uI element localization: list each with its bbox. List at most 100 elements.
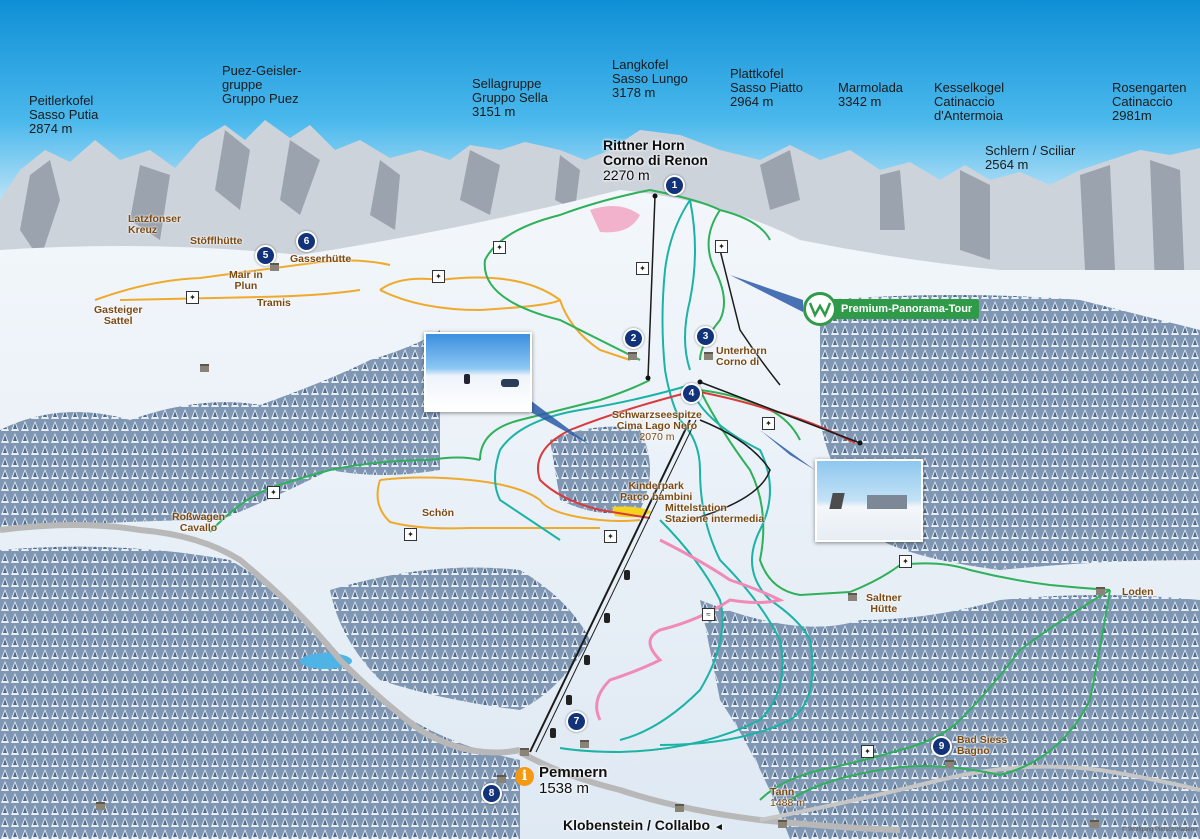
place-name: Mair in [229,269,263,281]
photo-inset-hut[interactable] [815,459,923,542]
hiker-icon: ✦ [604,530,617,543]
summit-name: Rittner Horn [603,137,685,153]
marker-3[interactable]: 3 [695,326,716,347]
peak-name: Langkofel [612,57,669,72]
place-name: Loden [1122,586,1154,598]
peak-elevation: 3151 m [472,104,516,119]
hiker-icon: ✦ [432,270,445,283]
place-kinderpark: Kinderpark Parco bambini [620,481,692,503]
tour-label: Premium-Panorama-Tour [834,299,980,319]
credit-text: © Wolfgang Pietsch/Haderer [1122,827,1199,833]
place-gasserhutte: Gasserhütte [290,254,351,265]
hut-icon [520,748,529,756]
hut-icon [1096,587,1105,595]
peak-name: Rosengarten [1112,80,1187,95]
peak-name: Peitlerkofel [29,93,94,108]
summit-elevation: 2270 m [603,167,650,183]
photo-inset-skier[interactable] [424,332,532,412]
peak-elevation: 2874 m [29,121,73,136]
peak-name: Plattkofel [730,66,784,81]
hut-icon [270,263,279,271]
hiker-icon: ✦ [404,528,417,541]
hut-icon [96,802,105,810]
peak-sellagruppe: Sellagruppe Gruppo Sella 3151 m [472,77,548,119]
marker-5[interactable]: 5 [255,245,276,266]
gondola-icon [604,613,610,623]
skier-figure [501,379,519,387]
premium-panorama-tour[interactable]: Premium-Panorama-Tour [803,291,980,327]
place-name-2: Parco bambini [620,491,693,503]
hut-icon [778,820,787,828]
marker-9[interactable]: 9 [931,736,952,757]
place-name-2: Plun [234,280,258,292]
place-stofflhutte: Stöfflhütte [190,236,243,247]
peak-marmolada: Marmolada 3342 m [838,81,903,109]
marker-8[interactable]: 8 [481,783,502,804]
place-schwarzseespitze: Schwarzseespitze Cima Lago Nero 2070 m [612,410,702,443]
hiker-icon: ✦ [899,555,912,568]
peak-name: Sellagruppe [472,76,542,91]
hiker-icon: ✦ [267,486,280,499]
place-bad-siess: Bad Siess Bagno [957,735,1007,757]
marker-4[interactable]: 4 [681,383,702,404]
marker-7[interactable]: 7 [566,711,587,732]
place-name: Schwarzseespitze [612,409,702,421]
peak-plattkofel: Plattkofel Sasso Piatto 2964 m [730,67,803,109]
peak-alt-name-2: Gruppo Puez [222,91,299,106]
place-unterhorn: Unterhorn Corno di [716,346,767,368]
place-loden: Loden [1122,587,1154,598]
hut-icon [1090,820,1099,828]
hut-icon [945,760,954,768]
peak-elevation: 3342 m [838,94,882,109]
gondola-icon [584,655,590,665]
hut-icon [628,352,637,360]
peak-alt-name: Catinaccio [1112,94,1173,109]
place-name: Tann [770,786,795,798]
marker-2[interactable]: 2 [623,328,644,349]
place-schon: Schön [422,508,454,519]
exit-label[interactable]: Klobenstein / Collalbo◄ [563,817,724,833]
peak-langkofel: Langkofel Sasso Lungo 3178 m [612,58,688,100]
place-name: Latzfonser [128,213,182,225]
peak-elevation: 2564 m [985,157,1029,172]
hut-icon [200,364,209,372]
peak-name: Schlern / Sciliar [985,143,1076,158]
hiker-icon: ✦ [186,291,199,304]
gondola-icon [550,728,556,738]
base-name: Pemmern [539,764,608,781]
sled-icon: ≈ [702,608,715,621]
place-name: Gasserhütte [290,253,352,265]
hiker-icon: ✦ [636,262,649,275]
peak-name: Marmolada [838,80,904,95]
peak-elevation: 3178 m [612,85,656,100]
hut-icon [704,352,713,360]
place-mittelstation: Mittelstation Stazione intermedia [665,503,764,525]
place-saltner-hutte: Saltner Hütte [866,593,902,615]
hut-icon [497,775,506,783]
exit-name: Klobenstein / Collalbo [563,817,711,833]
marker-1[interactable]: 1 [664,175,685,196]
place-name: Schön [422,507,455,519]
place-mair-in-plun: Mair in Plun [229,270,263,292]
peak-alt-name: Sasso Piatto [730,80,803,95]
tour-logo-icon [803,292,837,326]
place-latzfonser-kreuz: Latzfonser Kreuz [128,214,181,236]
hut-icon [675,804,684,812]
peak-alt-name-2: d'Antermoia [934,108,1003,123]
marker-6[interactable]: 6 [296,231,317,252]
info-icon[interactable]: i [515,767,534,786]
peak-name: Kesselkogel [934,80,1005,95]
place-tann: Tann 1488 m [770,787,805,809]
peak-peitlerkofel: Peitlerkofel Sasso Putia 2874 m [29,94,98,136]
peak-schlern: Schlern / Sciliar 2564 m [985,144,1075,172]
place-name: Unterhorn [716,345,767,357]
place-rosswagen: Roßwagen Cavallo [172,512,225,534]
peak-alt-name: Catinaccio [934,94,995,109]
hiker-icon: ✦ [861,745,874,758]
place-name: Saltner [866,592,902,604]
place-name-2: Cavallo [179,522,218,534]
hiker-icon: ✦ [715,240,728,253]
place-name-2: Kreuz [128,224,158,236]
peak-rosengarten: Rosengarten Catinaccio 2981m [1112,81,1186,123]
place-name-2: Bagno [957,745,990,757]
